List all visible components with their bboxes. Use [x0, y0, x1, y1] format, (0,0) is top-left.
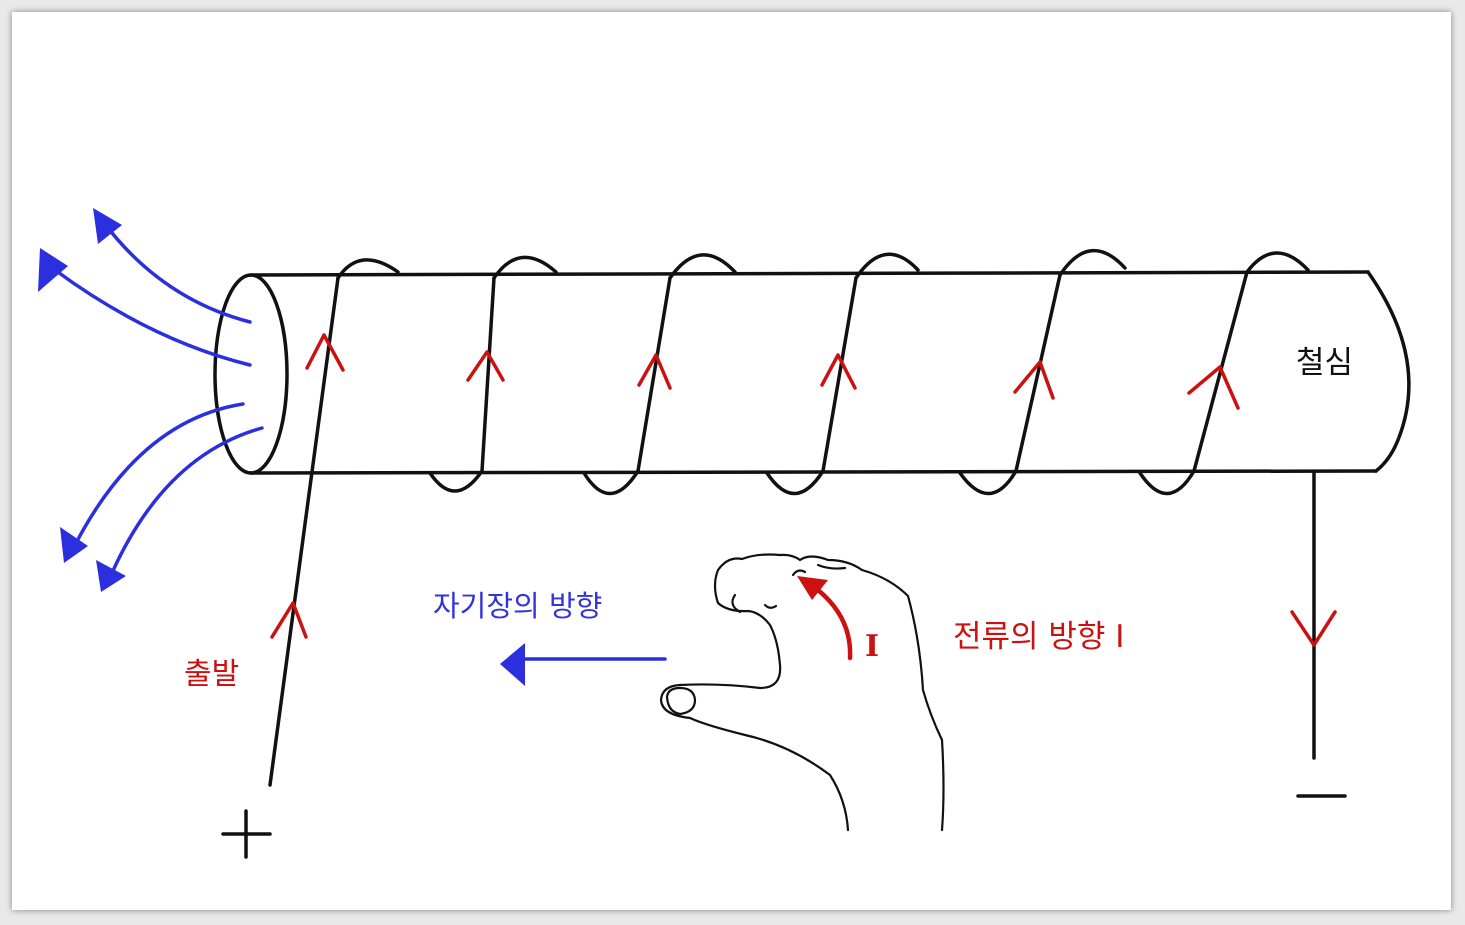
current-direction-label: 전류의 방향 I [953, 619, 1125, 655]
fingertip-nail [791, 569, 807, 577]
core-top-edge [249, 270, 1370, 277]
current-arrow-negative-lead [1290, 610, 1337, 647]
terminal-symbols [221, 794, 1347, 859]
start-label: 출발 [184, 657, 240, 692]
coil-back-loop-3 [668, 253, 737, 280]
finger-crease-1 [731, 593, 742, 614]
core-back-end [1366, 270, 1411, 473]
coil-bottom-loop-5 [1138, 469, 1196, 496]
coil-back-loop-5 [1058, 249, 1127, 277]
lead-wire-positive [268, 276, 340, 787]
curl-arrow-line [815, 587, 853, 661]
coil-bottom-loop-4 [958, 469, 1018, 496]
coil-front-segment-2 [636, 276, 672, 473]
coil-bottom-loop-1 [428, 469, 484, 493]
field-arrowhead-3 [60, 527, 88, 563]
current-arrow-3 [637, 353, 672, 390]
current-arrow-1 [305, 333, 345, 372]
field-arrowhead-4 [96, 560, 126, 592]
coil-wire [268, 249, 1316, 787]
iron-core-cylinder [213, 270, 1411, 475]
field-line-4 [110, 426, 264, 575]
coil-back-loop-1 [336, 258, 400, 280]
coil-back-loop-4 [854, 252, 920, 280]
magnetic-field-arrows [53, 226, 667, 661]
thumb-nail [665, 686, 697, 716]
field-line-3 [73, 402, 245, 547]
finger-crease-3 [816, 563, 847, 570]
hand-outline [659, 553, 945, 832]
coil-back-loop-6 [1245, 251, 1310, 274]
current-arrows [270, 333, 1337, 647]
coil-front-segment-1 [480, 276, 496, 473]
field-line-1 [106, 226, 252, 324]
current-arrow-4 [820, 353, 857, 390]
field-line-2 [53, 268, 252, 367]
field-direction-arrowhead [500, 643, 525, 686]
finger-crease-2 [763, 603, 778, 609]
current-arrow-5 [1013, 360, 1055, 400]
current-symbol-label: I [865, 629, 880, 664]
core-bottom-edge [249, 469, 1378, 475]
right-hand-sketch [659, 553, 945, 832]
coil-front-segment-4 [1014, 273, 1062, 473]
magnetic-field-direction-label: 자기장의 방향 [433, 589, 603, 623]
coil-front-segment-3 [821, 276, 858, 473]
iron-core-label: 철심 [1296, 345, 1354, 381]
coil-bottom-loop-2 [582, 469, 640, 496]
coil-back-loop-2 [492, 255, 558, 280]
current-arrow-lead [270, 601, 308, 639]
field-arrowhead-1 [93, 208, 122, 244]
current-arrow-2 [466, 350, 505, 382]
curl-arrow [797, 576, 853, 661]
coil-bottom-loop-3 [765, 469, 825, 496]
magnetic-field-arrowheads [38, 208, 525, 686]
field-arrowhead-2 [38, 248, 68, 292]
current-arrow-6 [1187, 365, 1240, 410]
diagram-canvas [12, 12, 1451, 910]
curl-arrowhead [797, 576, 828, 600]
